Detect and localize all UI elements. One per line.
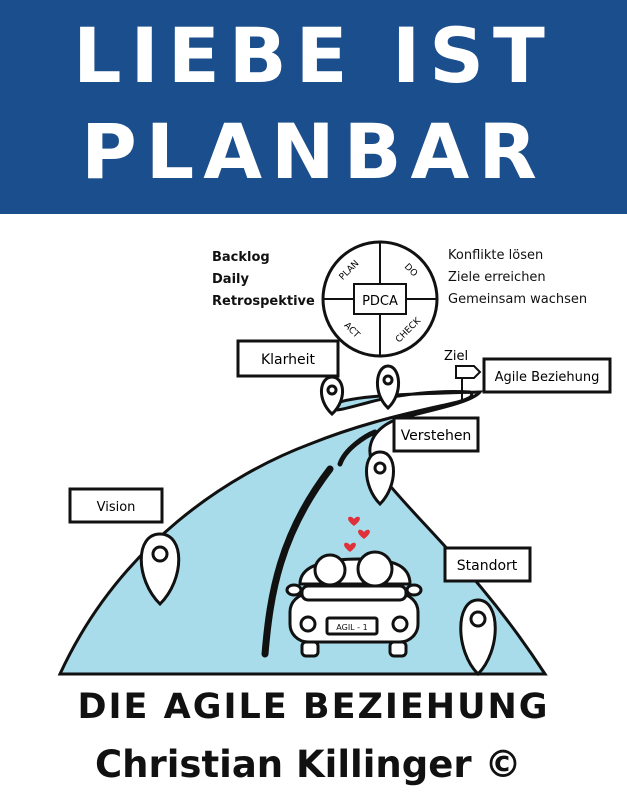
sign-verstehen: Verstehen [392,416,480,453]
license-plate [325,616,379,636]
svg-text:Klarheit: Klarheit [261,352,316,368]
pin-icon-dot [151,545,169,563]
svg-text:Verstehen: Verstehen [401,428,472,444]
title-banner: LIEBE IST PLANBAR [0,0,627,214]
list-item-konflikte: Konflikte lösen [448,248,543,263]
pin-icon [139,532,181,607]
pin-icon-dot [326,384,338,396]
subtitle: DIE AGILE BEZIEHUNG [77,687,550,727]
side-mirror [285,583,303,597]
headlight [391,615,409,633]
pin-icon [376,364,400,411]
svg-text:Standort: Standort [457,558,518,574]
road-marking [337,429,378,467]
sign-agile-beziehung: Agile Beziehung [482,357,612,394]
pin-icon-dot [469,610,487,628]
sign-vision: Vision [68,487,164,524]
title-line-1: LIEBE IST [73,11,554,100]
heart-icon [358,529,370,539]
svg-text:Vision: Vision [97,500,136,515]
pin-icon [365,450,395,507]
hearts [344,516,370,552]
heart-icon [344,542,356,552]
sign-klarheit: Klarheit [236,339,340,378]
pin-icon-dot [373,461,387,475]
cover-illustration: PDCA PLAN DO CHECK ACT Backlog Daily Ret… [57,240,612,677]
pdca-cycle: PDCA PLAN DO CHECK ACT [321,240,439,358]
road-marking [261,465,334,658]
svg-text:Agile Beziehung: Agile Beziehung [495,370,600,385]
map-pins [139,364,497,677]
pin-icon-dot [382,374,394,386]
goal-label: Ziel [444,349,468,364]
list-item-backlog: Backlog [212,250,270,265]
list-item-retrospektive: Retrospektive [212,294,315,309]
goal-flag: Ziel [444,349,482,400]
title-line-2: PLANBAR [81,107,546,196]
car [285,550,423,658]
headlight [299,615,317,633]
license-plate-text: AGIL - 1 [336,623,367,632]
side-mirror [405,583,423,597]
list-item-daily: Daily [212,272,249,287]
pin-icon [459,598,497,677]
list-item-wachsen: Gemeinsam wachsen [448,292,587,307]
pdca-center: PDCA [362,294,398,309]
list-item-ziele: Ziele erreichen [448,270,546,285]
author: Christian Killinger © [95,743,522,786]
sign-standort: Standort [443,546,532,583]
heart-icon [348,516,360,526]
